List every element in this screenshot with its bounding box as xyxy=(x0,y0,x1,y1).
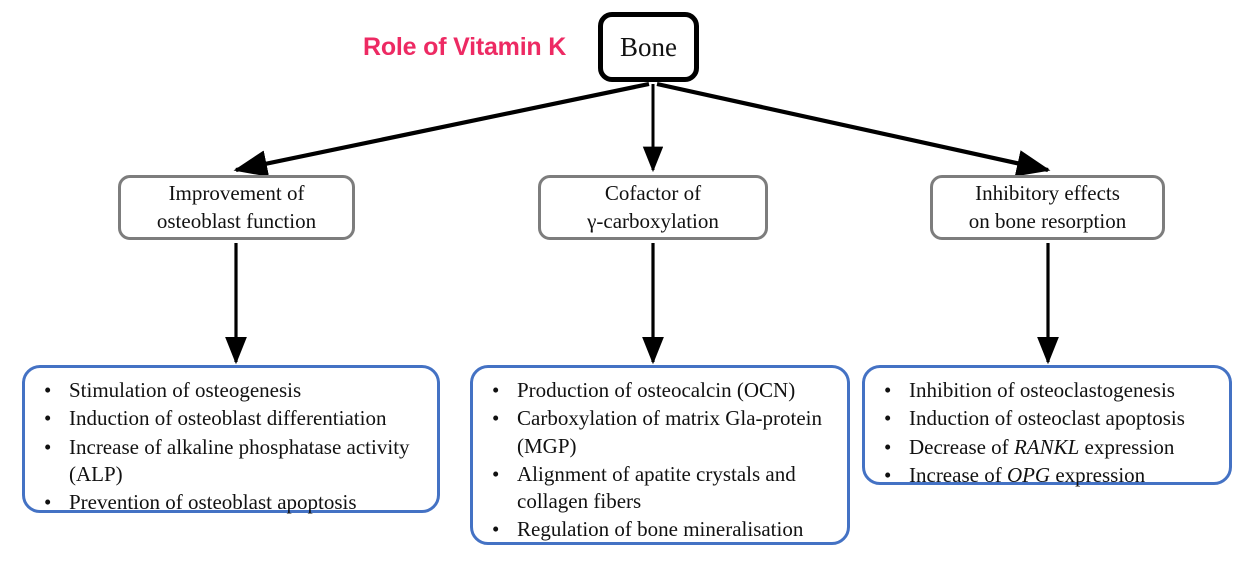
bullet-item: • Carboxylation of matrix Gla-protein (MG… xyxy=(487,405,837,460)
bullet-dot-icon: • xyxy=(44,406,52,431)
panel-resorption-effects[interactable]: • Inhibition of osteoclastogenesis • Induct… xyxy=(862,365,1232,487)
node-branch-3-line1: Inhibitory effects xyxy=(975,180,1120,205)
node-cofactor-of-gamma-carboxylation[interactable]: Cofactor of γ-carboxylation xyxy=(538,175,768,240)
panel-3-bullet-list: • Inhibition of osteoclastogenesis • Induct… xyxy=(879,377,1219,489)
bullet-item: • Alignment of apatite crystals and colla… xyxy=(487,461,837,516)
panel-2-bullet-list: • Production of osteocalcin (OCN) • Carboxy… xyxy=(487,377,837,544)
bullet-dot-icon: • xyxy=(44,378,52,402)
bullet-item: • Induction of osteoclast apoptosis xyxy=(879,405,1219,432)
bullet-text: Inhibition of osteoclastogenesis xyxy=(909,378,1175,402)
bullet-text: Decrease of RANKL expression xyxy=(909,434,1175,459)
node-inhibitory-effects-on-bone-resorption[interactable]: Inhibitory effects on bone resorption xyxy=(930,175,1165,240)
diagram-title: Role of Vitamin K xyxy=(363,33,567,61)
bullet-item: • Increase of alkaline phosphatase activi… xyxy=(39,434,427,489)
panel-1-bullet-list: • Stimulation of osteogenesis • Induction o… xyxy=(39,377,427,516)
bullet-item: • Production of osteocalcin (OCN) xyxy=(487,377,837,404)
bullet-dot-icon: • xyxy=(884,378,892,402)
node-bone-label: Bone xyxy=(620,31,677,62)
bullet-item: • Increase of OPG expression xyxy=(879,462,1219,489)
bullet-item: • Stimulation of osteogenesis xyxy=(39,377,427,404)
bullet-dot-icon: • xyxy=(884,406,892,431)
bullet-text: Regulation of bone mineralisation xyxy=(517,517,804,542)
bullet-item: • Decrease of RANKL expression xyxy=(879,434,1219,461)
bullet-text: Induction of osteoclast apoptosis xyxy=(909,406,1185,431)
bullet-dot-icon: • xyxy=(492,378,500,402)
bullet-text: Increase of alkaline phosphatase activit… xyxy=(69,434,410,486)
bullet-item: • Induction of osteoblast differentiation xyxy=(39,405,427,432)
bullet-dot-icon: • xyxy=(884,434,892,459)
bullet-item: • Prevention of osteoblast apoptosis xyxy=(39,489,427,516)
bullet-item: • Inhibition of osteoclastogenesis xyxy=(879,377,1219,404)
bullet-dot-icon: • xyxy=(492,406,500,431)
edge-root-to-branch-1 xyxy=(233,81,650,177)
bullet-text: Carboxylation of matrix Gla-protein (MGP… xyxy=(517,406,823,458)
bullet-text: Alignment of apatite crystals and collag… xyxy=(517,461,796,514)
node-branch-2-line1: Cofactor of xyxy=(604,180,702,205)
bullet-text: Prevention of osteoblast apoptosis xyxy=(69,490,357,515)
bullet-dot-icon: • xyxy=(44,434,52,459)
node-branch-1-line1: Improvement of xyxy=(168,180,305,205)
bullet-dot-icon: • xyxy=(492,517,500,542)
panel-carboxylation-effects[interactable]: • Production of osteocalcin (OCN) • Carboxy… xyxy=(470,365,850,545)
node-branch-1-line2: osteoblast function xyxy=(156,208,317,233)
bullet-dot-icon: • xyxy=(884,462,892,487)
node-bone[interactable]: Bone xyxy=(598,12,699,82)
bullet-text: Production of osteocalcin (OCN) xyxy=(517,378,796,402)
node-improvement-of-osteoblast-function[interactable]: Improvement of osteoblast function xyxy=(118,175,355,240)
node-branch-2-line2: γ-carboxylation xyxy=(587,208,719,233)
bullet-text: Induction of osteoblast differentiation xyxy=(69,406,387,431)
bullet-dot-icon: • xyxy=(44,490,52,515)
bullet-item: • Regulation of bone mineralisation xyxy=(487,516,837,543)
bullet-text: Increase of OPG expression xyxy=(909,462,1146,487)
node-branch-3-line2: on bone resorption xyxy=(968,208,1127,233)
panel-osteoblast-effects[interactable]: • Stimulation of osteogenesis • Induction o… xyxy=(22,365,440,516)
edge-root-to-branch-3 xyxy=(656,81,1051,177)
bullet-text: Stimulation of osteogenesis xyxy=(69,378,302,402)
bullet-dot-icon: • xyxy=(492,461,500,486)
